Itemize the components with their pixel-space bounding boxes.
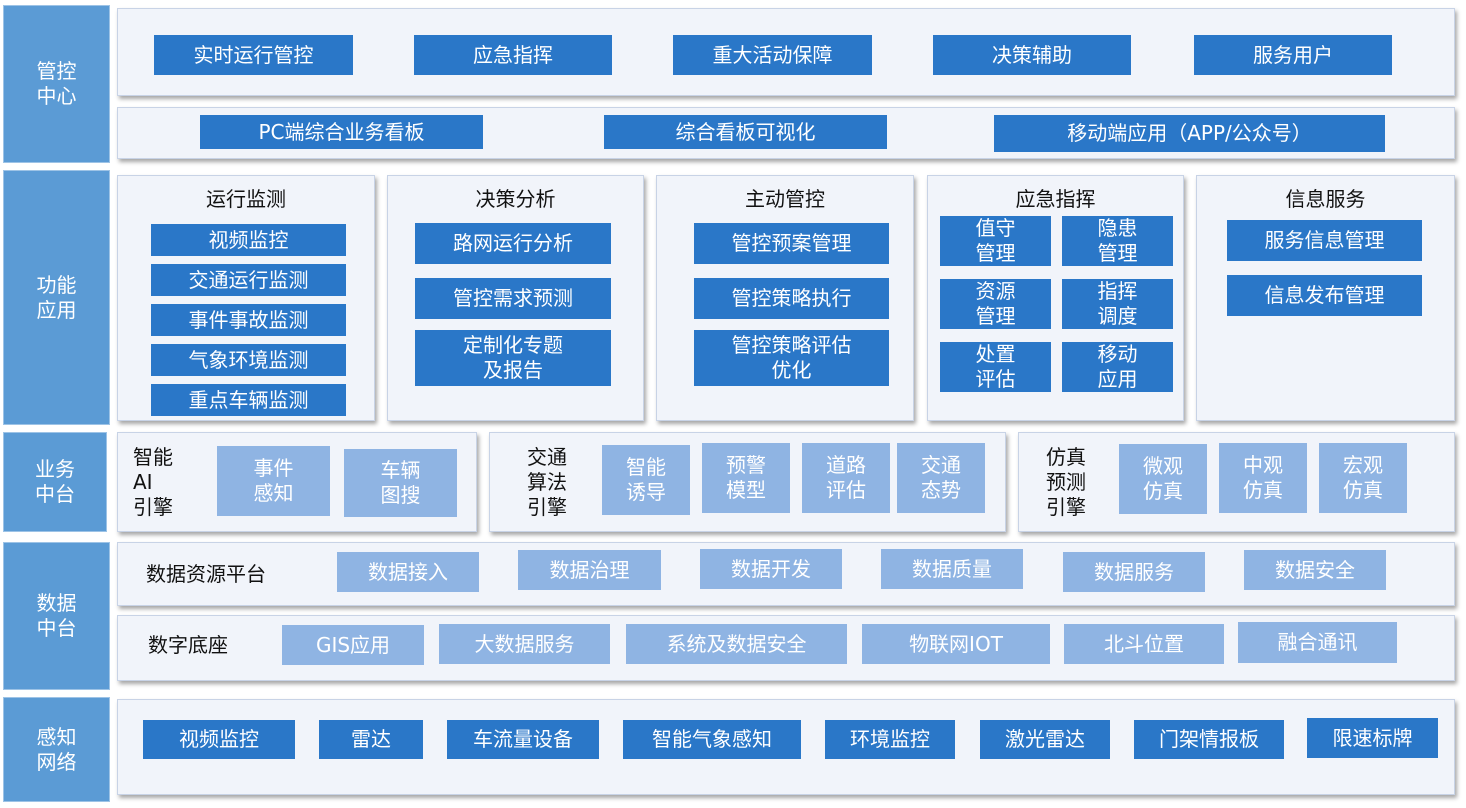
function-item: 信息发布管理 (1227, 275, 1422, 316)
control-item: 决策辅助 (933, 35, 1131, 75)
digital-base-item: 北斗位置 (1064, 624, 1224, 664)
engine-item: 微观 仿真 (1119, 444, 1207, 514)
sensing-item: 限速标牌 (1307, 718, 1438, 758)
digital-base-item: GIS应用 (282, 625, 424, 665)
sensing-item: 环境监控 (825, 720, 955, 759)
engine-item: 道路 评估 (802, 443, 890, 513)
control-item: 服务用户 (1194, 35, 1392, 75)
function-title-info-service: 信息服务 (1285, 186, 1366, 211)
function-item: 管控预案管理 (694, 223, 889, 264)
function-item: 定制化专题 及报告 (415, 330, 611, 386)
function-item: 隐患 管理 (1062, 216, 1173, 266)
data-platform-title: 数据资源平台 (146, 561, 266, 586)
layer-label-business-center: 业务 中台 (3, 432, 107, 532)
data-platform-item: 数据质量 (881, 549, 1023, 589)
digital-base-item: 融合通讯 (1238, 622, 1397, 663)
data-platform-item: 数据安全 (1244, 550, 1386, 590)
function-item: 重点车辆监测 (151, 384, 346, 416)
layer-label-sensing-network: 感知 网络 (3, 697, 110, 802)
function-item: 气象环境监测 (151, 344, 346, 376)
function-title-active-control: 主动管控 (745, 186, 825, 211)
data-platform-item: 数据开发 (700, 549, 842, 589)
engine-title-ai: 智能 AI 引擎 (133, 445, 173, 519)
digital-base-item: 物联网IOT (862, 624, 1050, 664)
function-item: 资源 管理 (940, 279, 1051, 329)
control-item: 应急指挥 (414, 35, 612, 75)
engine-item: 宏观 仿真 (1319, 443, 1407, 513)
function-item: 值守 管理 (940, 216, 1051, 266)
dashboard-item: PC端综合业务看板 (200, 115, 483, 149)
layer-label-function-app: 功能 应用 (3, 170, 110, 425)
control-item: 实时运行管控 (154, 35, 353, 75)
sensing-item: 门架情报板 (1134, 720, 1284, 759)
function-title-monitoring: 运行监测 (206, 186, 286, 211)
data-platform-item: 数据服务 (1063, 552, 1205, 592)
sensing-item: 雷达 (319, 720, 423, 759)
sensing-item: 激光雷达 (980, 720, 1110, 759)
data-platform-item: 数据接入 (337, 552, 479, 592)
engine-item: 中观 仿真 (1219, 443, 1307, 513)
engine-title-simulation: 仿真 预测 引擎 (1046, 445, 1086, 519)
function-item: 移动 应用 (1062, 342, 1173, 392)
function-title-decision: 决策分析 (475, 186, 556, 211)
layer-label-control-center: 管控 中心 (3, 5, 110, 163)
sensing-item: 视频监控 (143, 720, 295, 759)
function-item: 管控需求预测 (415, 278, 611, 319)
function-item: 管控策略执行 (694, 278, 889, 319)
function-item: 事件事故监测 (151, 304, 346, 336)
digital-base-item: 大数据服务 (439, 624, 610, 664)
function-item: 路网运行分析 (415, 223, 611, 264)
dashboard-item: 综合看板可视化 (604, 115, 887, 149)
digital-base-title: 数字底座 (148, 632, 228, 657)
engine-item: 事件 感知 (217, 446, 330, 516)
function-item: 管控策略评估 优化 (694, 330, 889, 386)
control-item: 重大活动保障 (673, 35, 872, 75)
function-item: 服务信息管理 (1227, 220, 1422, 261)
digital-base-item: 系统及数据安全 (626, 624, 847, 664)
sensing-item: 智能气象感知 (623, 720, 801, 759)
sensing-item: 车流量设备 (447, 720, 599, 759)
engine-item: 预警 模型 (702, 443, 790, 513)
engine-title-traffic: 交通 算法 引擎 (527, 445, 567, 519)
function-title-emergency: 应急指挥 (1015, 186, 1096, 211)
engine-item: 车辆 图搜 (344, 449, 457, 517)
function-item: 视频监控 (151, 224, 346, 256)
function-item: 交通运行监测 (151, 264, 346, 296)
function-panel-monitoring (117, 175, 375, 421)
data-platform-item: 数据治理 (518, 550, 661, 590)
engine-item: 交通 态势 (897, 443, 985, 513)
function-item: 指挥 调度 (1062, 279, 1173, 329)
layer-label-data-center: 数据 中台 (3, 542, 110, 690)
engine-item: 智能 诱导 (602, 445, 690, 515)
dashboard-item: 移动端应用（APP/公众号） (994, 115, 1385, 152)
function-item: 处置 评估 (940, 342, 1051, 392)
